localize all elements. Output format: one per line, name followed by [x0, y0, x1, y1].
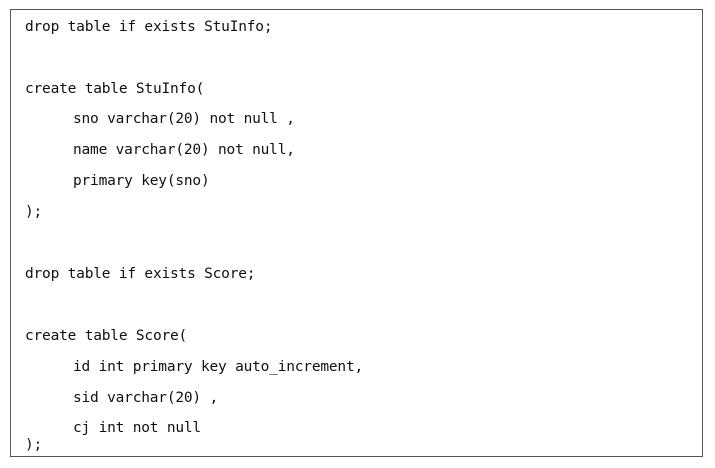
code-line: ); — [25, 204, 43, 220]
code-line: ); — [25, 437, 43, 453]
code-line: create table Score( — [25, 328, 188, 344]
code-line: sno varchar(20) not null , — [73, 111, 295, 127]
code-line: sid varchar(20) , — [73, 390, 219, 406]
code-line: id int primary key auto_increment, — [73, 359, 364, 375]
code-line: drop table if exists StuInfo; — [25, 19, 273, 35]
code-line: primary key(sno) — [73, 173, 210, 189]
code-line: cj int not null — [73, 420, 201, 436]
code-block: drop table if exists StuInfo; create tab… — [10, 9, 703, 457]
code-line: drop table if exists Score; — [25, 266, 256, 282]
code-line: name varchar(20) not null, — [73, 142, 295, 158]
code-line: create table StuInfo( — [25, 81, 205, 97]
